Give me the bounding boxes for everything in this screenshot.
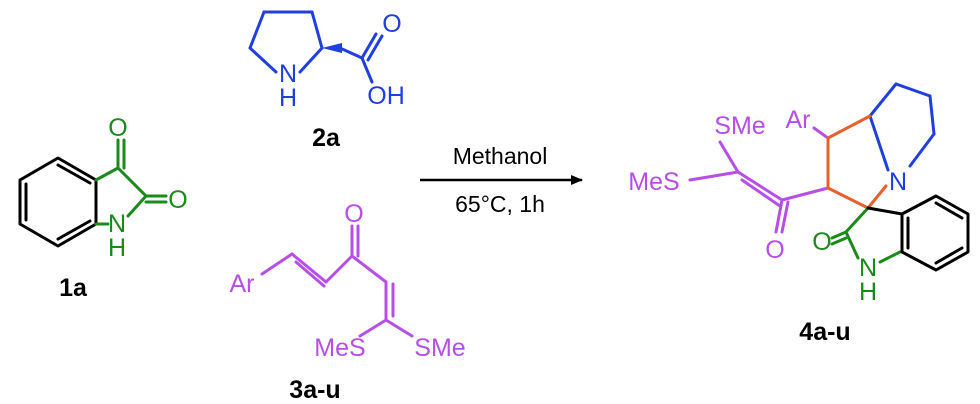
proline-ring — [248, 10, 384, 84]
condition-solvent: Methanol — [453, 143, 548, 169]
product-oxindole-lactam — [830, 206, 902, 264]
product-sme-top: SMe — [714, 112, 765, 140]
proline-wedge-bond — [322, 43, 342, 53]
compound-label-4a-u: 4a-u — [799, 318, 850, 346]
reaction-arrow-group: Methanol 65°C, 1h — [420, 143, 583, 217]
product-pyrrolizidine-nitrogen: N — [889, 168, 907, 196]
product-lactam-nitrogen: N — [859, 254, 877, 282]
enone-aryl-group: Ar — [230, 270, 255, 298]
compound-isatin: O O N H 1a — [18, 114, 188, 302]
compound-label-1a: 1a — [59, 274, 88, 302]
enone-oxygen: O — [344, 200, 363, 228]
proline-nitrogen: N — [279, 60, 297, 88]
compound-label-2a: 2a — [312, 124, 341, 152]
isatin-hydrogen: H — [108, 234, 126, 262]
product-mes-left: MeS — [628, 168, 679, 196]
enone-sme-right: SMe — [414, 334, 465, 362]
product-new-bonds — [826, 114, 888, 210]
compound-enone: Ar O MeS SMe 3a-u — [230, 200, 466, 404]
isatin-oxygen-top: O — [108, 114, 127, 142]
isatin-five-ring — [94, 138, 168, 226]
enone-skeleton — [260, 224, 414, 338]
compound-proline: N H O OH 2a — [248, 10, 405, 152]
product-aryl-group: Ar — [786, 106, 811, 134]
proline-hydroxyl: OH — [367, 82, 405, 110]
isatin-nitrogen: N — [108, 210, 126, 238]
product-lactam-hydrogen: H — [859, 278, 877, 306]
product-pyrrolidine-ring — [868, 82, 936, 172]
isatin-oxygen-right: O — [168, 186, 187, 214]
condition-temp-time: 65°C, 1h — [455, 191, 545, 217]
proline-carbonyl-oxygen: O — [382, 10, 401, 38]
compound-label-3a-u: 3a-u — [289, 376, 340, 404]
proline-hydrogen: H — [279, 84, 297, 112]
product-dithioacetal-chain — [688, 126, 830, 234]
product-lactam-oxygen: O — [812, 228, 831, 256]
enone-mes-left: MeS — [314, 334, 365, 362]
isatin-benzene-ring — [18, 156, 98, 248]
product-ketone-oxygen: O — [765, 236, 784, 264]
product-benzene-ring — [866, 194, 970, 272]
compound-product: SMe MeS Ar N O O N H 4a-u — [628, 82, 970, 346]
